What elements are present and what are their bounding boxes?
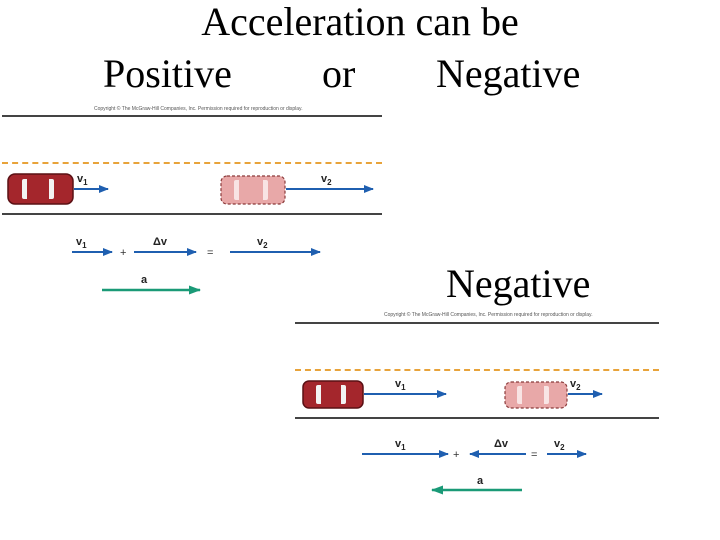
label-a-negative: a <box>477 475 484 487</box>
copyright-positive: Copyright © The McGraw-Hill Companies, I… <box>94 106 303 112</box>
label-v2-eq-negative: v2 <box>554 438 565 452</box>
equals-sign-positive: = <box>207 247 213 259</box>
road-bottom-edge-negative <box>295 417 659 419</box>
road-top-edge-negative <box>295 322 659 324</box>
label-v2-car-positive: v2 <box>321 173 332 187</box>
title-positive: Positive <box>103 51 232 96</box>
title-line-1: Acceleration can be <box>201 0 519 44</box>
lane-divider-negative <box>295 369 659 371</box>
negative-label: Negative <box>446 261 591 306</box>
lane-divider-positive <box>2 162 382 164</box>
label-dv-positive: Δv <box>153 236 168 248</box>
label-v2-car-negative: v2 <box>570 378 581 392</box>
car-initial-positive <box>7 173 74 205</box>
label-v1-eq-negative: v1 <box>395 438 406 452</box>
road-top-edge-positive <box>2 115 382 117</box>
label-v1-car-positive: v1 <box>77 173 88 187</box>
car-initial-negative <box>302 380 364 409</box>
car-final-positive <box>220 175 286 205</box>
road-bottom-edge-positive <box>2 213 382 215</box>
equals-sign-negative: = <box>531 449 537 461</box>
title-negative: Negative <box>436 51 581 96</box>
label-dv-negative: Δv <box>494 438 509 450</box>
plus-sign-negative: + <box>453 449 459 461</box>
label-v1-eq-positive: v1 <box>76 236 87 250</box>
car-final-negative <box>504 381 568 409</box>
copyright-negative: Copyright © The McGraw-Hill Companies, I… <box>384 312 593 318</box>
label-v1-car-negative: v1 <box>395 378 406 392</box>
label-v2-eq-positive: v2 <box>257 236 268 250</box>
label-a-positive: a <box>141 274 148 286</box>
plus-sign-positive: + <box>120 247 126 259</box>
title-or: or <box>322 51 356 96</box>
